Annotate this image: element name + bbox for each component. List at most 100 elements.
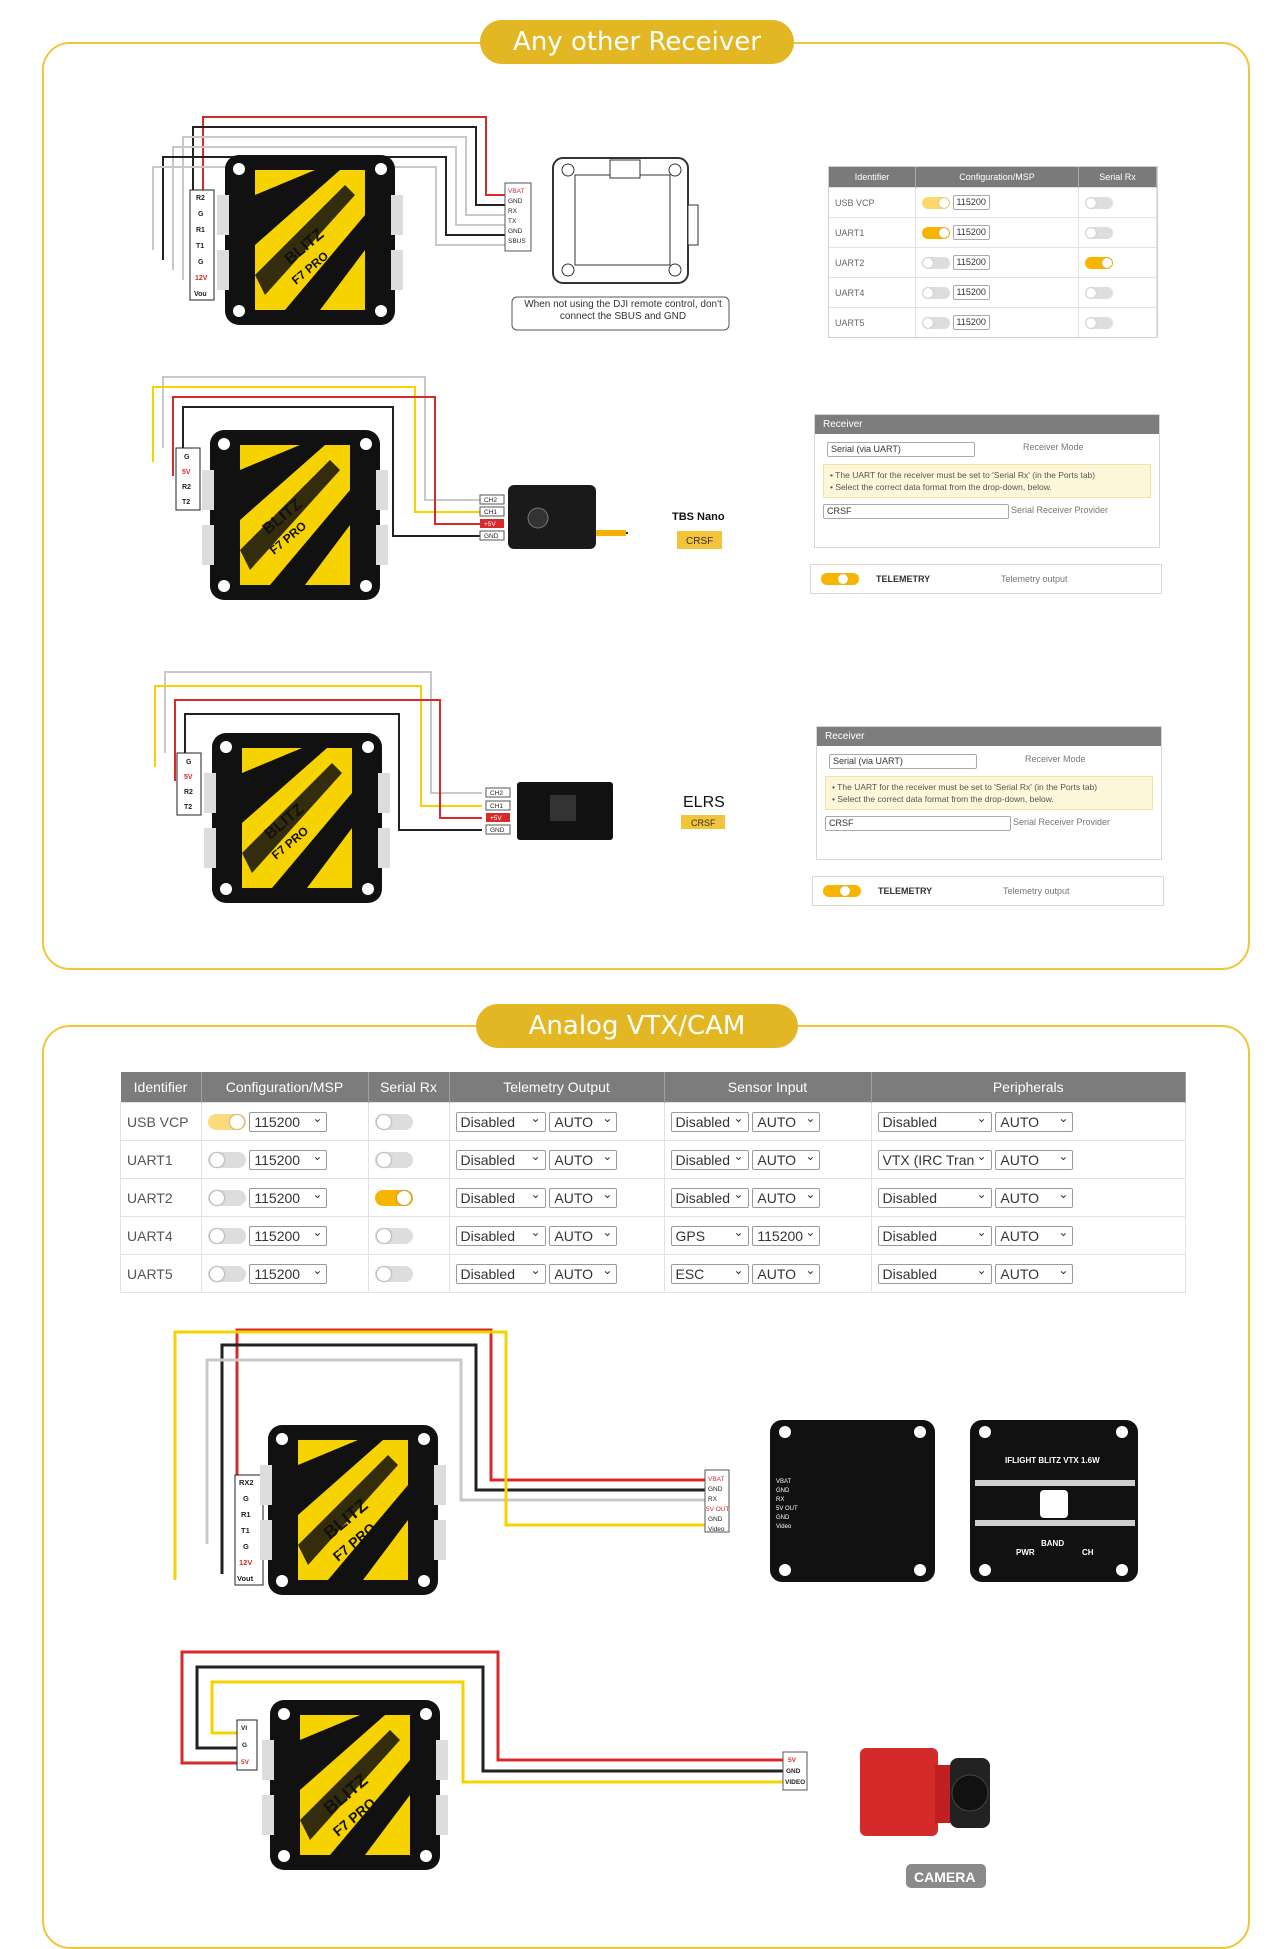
telemetry-baud-select[interactable]: AUTO (549, 1147, 618, 1170)
peripheral-baud-select[interactable]: AUTO (995, 1147, 1074, 1170)
tbs-name: TBS Nano (672, 511, 725, 523)
tbs-protocol: CRSF (686, 536, 713, 547)
telemetry-baud-select[interactable]: AUTO (549, 1185, 618, 1208)
tbs-pin-r2: R2 (182, 484, 191, 491)
dji-pin-3: RX (508, 208, 518, 215)
msp-toggle[interactable] (922, 196, 950, 209)
sensor-baud-select[interactable]: AUTO (752, 1147, 821, 1170)
vtx-uart-pin-1: RX2 (239, 1478, 254, 1487)
baud-select[interactable]: 115200 (952, 315, 990, 330)
telemetry-select[interactable]: Disabled (455, 1223, 546, 1246)
dji-uart-pin-6: 12V (195, 275, 208, 282)
serialrx-toggle[interactable] (1085, 256, 1113, 269)
telemetry-baud-select[interactable]: AUTO (549, 1261, 618, 1284)
telemetry-select[interactable]: Disabled (455, 1147, 546, 1170)
msp-toggle[interactable] (207, 1189, 246, 1206)
serialrx-toggle[interactable] (1085, 226, 1113, 239)
receiver-note-line1: • The UART for the receiver must be set … (830, 470, 1096, 480)
baud-select[interactable]: 115200 (249, 1261, 328, 1284)
cam-wire-3: VIDEO (785, 1779, 805, 1786)
telemetry-select[interactable]: Disabled (455, 1109, 546, 1132)
sensor-baud-select[interactable]: AUTO (752, 1109, 821, 1132)
telemetry-baud-select[interactable]: AUTO (549, 1223, 618, 1246)
th-peripherals: Peripherals (871, 1072, 1186, 1103)
serialrx-toggle[interactable] (374, 1152, 413, 1169)
peripheral-select[interactable]: Disabled (877, 1185, 992, 1208)
baud-select[interactable]: 115200 (952, 285, 990, 300)
msp-toggle[interactable] (922, 256, 950, 269)
vtx-board-pin-3: RX (776, 1497, 784, 1503)
receiver-mode-label: Receiver Mode (1023, 442, 1084, 452)
telemetry-baud-select[interactable]: AUTO (549, 1109, 618, 1132)
msp-toggle[interactable] (922, 286, 950, 299)
peripheral-baud-select[interactable]: AUTO (995, 1223, 1074, 1246)
sensor-baud-select[interactable]: 115200 (752, 1223, 821, 1246)
receiver-panel-header: Receiver (817, 727, 1161, 746)
sensor-select[interactable]: Disabled (670, 1109, 749, 1132)
vtx-uart-pin-6: 12V (239, 1558, 252, 1567)
sensor-select[interactable]: ESC (670, 1261, 749, 1284)
dji-pin-6: SBUS (508, 238, 526, 245)
peripheral-select[interactable]: Disabled (877, 1109, 992, 1132)
receiver-panel-header: Receiver (815, 415, 1159, 434)
cam-wire-1: 5V (788, 1757, 797, 1764)
telemetry-label: TELEMETRY (878, 886, 933, 896)
receiver-section-title: Any other Receiver (480, 20, 794, 64)
vtx-wiring (173, 1328, 1138, 1595)
msp-toggle[interactable] (207, 1151, 246, 1168)
dji-wiring (152, 116, 699, 325)
baud-select[interactable]: 115200 (249, 1223, 328, 1246)
camera-wiring (180, 1650, 990, 1870)
sensor-select[interactable]: Disabled (670, 1185, 749, 1208)
provider-select[interactable]: CRSF (823, 504, 1009, 519)
small-row-id: UART2 (829, 247, 916, 278)
serialrx-toggle[interactable] (374, 1228, 413, 1245)
peripheral-baud-select[interactable]: AUTO (995, 1109, 1074, 1132)
receiver-mode-select[interactable]: Serial (via UART) (827, 442, 975, 457)
msp-toggle[interactable] (207, 1227, 246, 1244)
baud-select[interactable]: 115200 (952, 255, 990, 270)
sensor-baud-select[interactable]: AUTO (752, 1185, 821, 1208)
baud-select[interactable]: 115200 (249, 1147, 328, 1170)
telemetry-toggle[interactable] (821, 573, 859, 585)
telemetry-select[interactable]: Disabled (455, 1185, 546, 1208)
sensor-select[interactable]: Disabled (670, 1147, 749, 1170)
telemetry-select[interactable]: Disabled (455, 1261, 546, 1284)
peripheral-select[interactable]: VTX (IRC Tran (877, 1147, 992, 1170)
msp-toggle[interactable] (207, 1265, 246, 1282)
serialrx-toggle[interactable] (1085, 286, 1113, 299)
ports-row-uart4: UART4 115200 Disabled AUTO GPS 115200 Di… (120, 1216, 1186, 1255)
sensor-select[interactable]: GPS (670, 1223, 749, 1246)
peripheral-select[interactable]: Disabled (877, 1223, 992, 1246)
telemetry-row-elrs: TELEMETRY Telemetry output (812, 876, 1164, 906)
serialrx-toggle[interactable] (374, 1266, 413, 1283)
baud-select[interactable]: 115200 (952, 225, 990, 240)
dji-pin-4: TX (508, 218, 517, 225)
msp-toggle[interactable] (207, 1113, 246, 1130)
receiver-note: • The UART for the receiver must be set … (825, 776, 1153, 810)
sensor-baud-select[interactable]: AUTO (752, 1261, 821, 1284)
baud-select[interactable]: 115200 (952, 195, 990, 210)
ports-row-usbvcp: USB VCP 115200 Disabled AUTO Disabled AU… (120, 1102, 1186, 1141)
vtx-uart-pin-3: R1 (241, 1510, 251, 1519)
provider-select[interactable]: CRSF (825, 816, 1011, 831)
baud-select[interactable]: 115200 (249, 1185, 328, 1208)
elrs-pin-5v: 5V (184, 774, 193, 781)
th-identifier: Identifier (120, 1072, 202, 1103)
peripheral-baud-select[interactable]: AUTO (995, 1261, 1074, 1284)
peripheral-baud-select[interactable]: AUTO (995, 1185, 1074, 1208)
baud-select[interactable]: 115200 (249, 1109, 328, 1132)
msp-toggle[interactable] (922, 226, 950, 239)
serialrx-toggle[interactable] (374, 1190, 413, 1207)
peripheral-select[interactable]: Disabled (877, 1261, 992, 1284)
receiver-note-line2: • Select the correct data format from th… (832, 794, 1054, 804)
serialrx-toggle[interactable] (374, 1114, 413, 1131)
serialrx-toggle[interactable] (1085, 316, 1113, 329)
receiver-mode-select[interactable]: Serial (via UART) (829, 754, 977, 769)
telemetry-toggle[interactable] (823, 885, 861, 897)
provider-label: Serial Receiver Provider (1011, 505, 1109, 515)
msp-toggle[interactable] (922, 316, 950, 329)
serialrx-toggle[interactable] (1085, 196, 1113, 209)
elrs-name: ELRS (683, 794, 725, 811)
